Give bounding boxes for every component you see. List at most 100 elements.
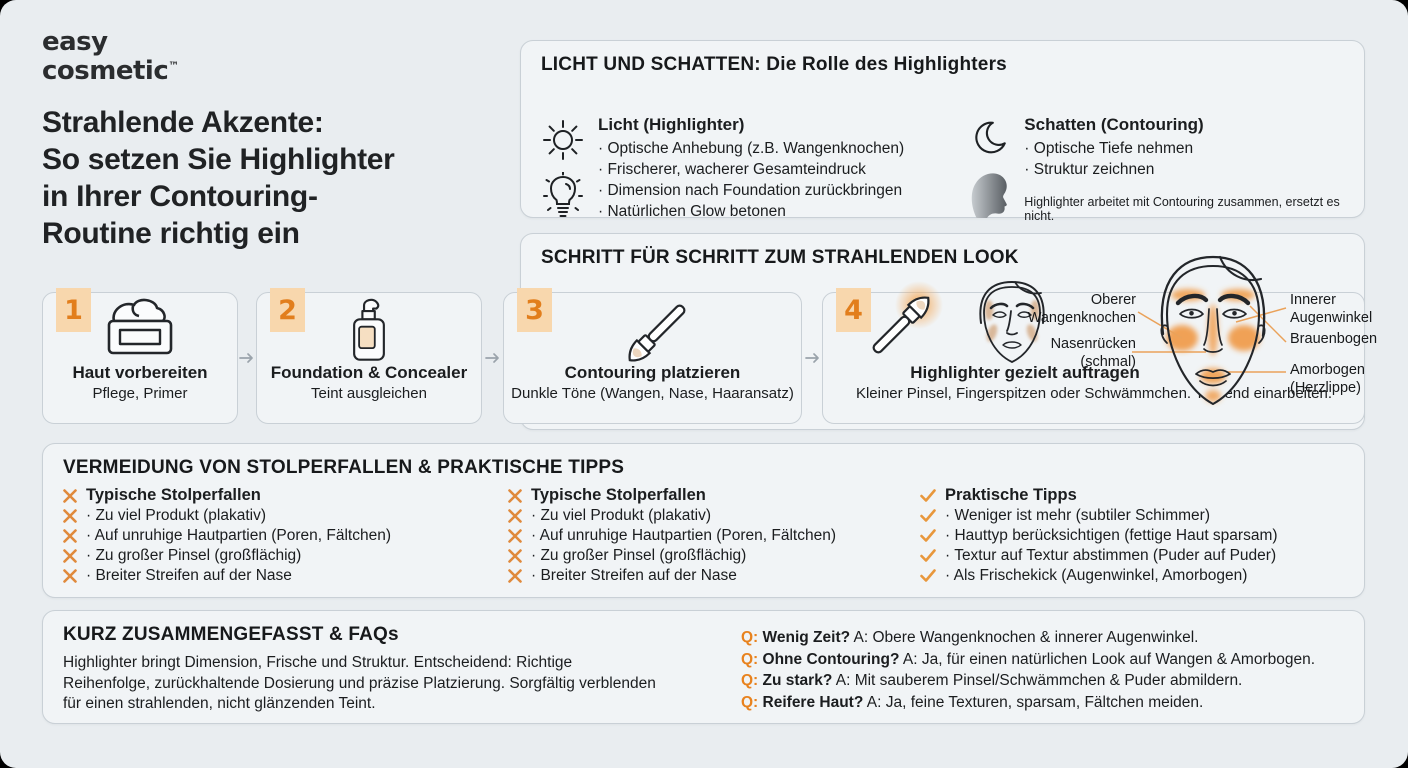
- light-shadow-panel-title: LICHT UND SCHATTEN: Die Rolle des Highli…: [541, 54, 1007, 75]
- pump-bottle-icon: [257, 297, 481, 363]
- step-number: 4: [844, 294, 863, 326]
- light-bullet: · Natürlichen Glow betonen: [598, 203, 786, 220]
- x-icon: [508, 489, 522, 503]
- step-title: Foundation & Concealer: [270, 363, 468, 382]
- faq-row: Q: Wenig Zeit? A: Obere Wangenknochen & …: [741, 630, 1357, 646]
- pitfalls-column-1: Typische Stolperfallen · Zu viel Produkt…: [63, 486, 508, 586]
- pitfalls-heading: Typische Stolperfallen: [86, 486, 261, 504]
- x-icon: [508, 509, 522, 523]
- pitfalls-tips-panel: VERMEIDUNG VON STOLPERFALLEN & PRAKTISCH…: [42, 443, 1365, 598]
- step-number: 1: [64, 294, 83, 326]
- pitfall-item: · Zu viel Produkt (plakativ): [86, 507, 267, 524]
- faq-answer: A: Mit sauberem Pinsel/Schwämmchen & Pud…: [835, 672, 1243, 689]
- pitfalls-heading: Typische Stolperfallen: [531, 486, 706, 504]
- shadow-note: Highlighter arbeitet mit Contouring zusa…: [1024, 195, 1340, 223]
- faq-row: Q: Ohne Contouring? A: Ja, für einen nat…: [741, 650, 1357, 668]
- arrow-right-icon: [239, 353, 253, 363]
- summary-faq-panel: KURZ ZUSAMMENGEFASST & FAQs Highlighter …: [42, 610, 1365, 724]
- faq-question: Zu stark?: [762, 672, 833, 689]
- logo-line1: easy: [42, 27, 108, 57]
- light-text: Licht (Highlighter) · Optische Anhebung …: [598, 115, 904, 223]
- shadow-bullet: · Optische Tiefe nehmen: [1024, 140, 1194, 157]
- step-title: Contouring platzieren: [564, 363, 741, 382]
- head-silhouette-icon: [972, 173, 1008, 218]
- face-label-nose-bridge: Nasenrücken (schmal): [1050, 336, 1136, 370]
- x-icon: [63, 549, 77, 563]
- trademark-symbol: ™: [168, 58, 180, 72]
- check-icon: [920, 549, 936, 562]
- x-icon: [508, 549, 522, 563]
- tips-heading: Praktische Tipps: [945, 486, 1077, 504]
- faq-answer: A: Ja, für einen natürlichen Look auf Wa…: [902, 650, 1316, 668]
- faq-q-prefix: Q:: [741, 629, 759, 646]
- faq-list: Q: Wenig Zeit? A: Obere Wangenknochen & …: [741, 630, 1357, 716]
- face-label-cupids-bow: Amorbogen (Herzlippe): [1290, 362, 1365, 396]
- light-column: Licht (Highlighter) · Optische Anhebung …: [541, 115, 967, 223]
- step-number-badge: 2: [270, 288, 305, 332]
- tip-item: · Textur auf Textur abstimmen (Puder auf…: [945, 547, 1277, 564]
- light-shadow-columns: Licht (Highlighter) · Optische Anhebung …: [541, 115, 1350, 223]
- tip-item: · Als Frischekick (Augenwinkel, Amorboge…: [945, 567, 1248, 584]
- face-label-upper-cheekbone: Oberer Wangenknochen: [1027, 292, 1136, 326]
- step-number-badge: 4: [836, 288, 871, 332]
- light-shadow-panel: LICHT UND SCHATTEN: Die Rolle des Highli…: [520, 40, 1365, 223]
- pitfall-item: · Zu viel Produkt (plakativ): [531, 507, 712, 524]
- glow-brush-icon: [867, 281, 943, 359]
- faq-row: Q: Reifere Haut? A: Ja, feine Texturen, …: [741, 693, 1357, 711]
- pitfall-item: · Zu großer Pinsel (großflächig): [86, 547, 302, 564]
- faq-row: Q: Zu stark? A: Mit sauberem Pinsel/Schw…: [741, 673, 1357, 689]
- x-icon: [63, 529, 77, 543]
- step-card-4: 4: [822, 280, 1365, 424]
- x-icon: [63, 509, 77, 523]
- page-title: Strahlende Akzente: So setzen Sie Highli…: [42, 104, 512, 252]
- step-subtitle: Pflege, Primer: [92, 385, 188, 402]
- title-line: Strahlende Akzente:: [42, 106, 324, 139]
- step-title: Highlighter gezielt auftragen: [910, 363, 1140, 382]
- check-icon: [920, 529, 936, 542]
- sun-icon: [543, 120, 583, 160]
- check-icon: [920, 489, 936, 502]
- x-icon: [63, 569, 77, 583]
- step-subtitle: Teint ausgleichen: [311, 385, 427, 402]
- light-icons: [541, 115, 585, 223]
- arrow-right-icon: [485, 353, 499, 363]
- steps-panel-title: SCHRITT FÜR SCHRITT ZUM STRAHLENDEN LOOK: [541, 247, 1019, 268]
- shadow-heading: Schatten (Contouring): [1024, 115, 1204, 134]
- summary-faq-title: KURZ ZUSAMMENGEFASST & FAQs: [63, 624, 399, 645]
- shadow-column: Schatten (Contouring) · Optische Tiefe n…: [967, 115, 1350, 223]
- check-icon: [920, 569, 936, 582]
- face-label-brow-bone: Brauenbogen: [1290, 331, 1378, 347]
- shadow-bullet: · Struktur zeichnen: [1024, 161, 1155, 178]
- pitfalls-tips-title: VERMEIDUNG VON STOLPERFALLEN & PRAKTISCH…: [63, 457, 625, 478]
- step-number-badge: 3: [517, 288, 552, 332]
- tip-item: · Hauttyp berücksichtigen (fettige Haut …: [945, 527, 1278, 544]
- logo-line2: cosmetic: [42, 55, 169, 86]
- pitfall-item: · Breiter Streifen auf der Nase: [86, 567, 292, 584]
- title-line: Routine richtig ein: [42, 217, 300, 250]
- arrow-right-icon: [805, 353, 819, 363]
- light-bullet: · Frischerer, wacherer Gesamteindruck: [598, 161, 866, 178]
- faq-q-prefix: Q:: [741, 650, 759, 668]
- step-number-badge: 1: [56, 288, 91, 332]
- faq-answer: A: Obere Wangenknochen & innerer Augenwi…: [853, 629, 1199, 646]
- step4-icons: [849, 277, 1055, 377]
- light-bullet: · Optische Anhebung (z.B. Wangenknochen): [598, 140, 905, 157]
- step-number: 3: [525, 294, 544, 326]
- step-subtitle: Dunkle Töne (Wangen, Nase, Haaransatz): [511, 385, 794, 402]
- faq-question: Reifere Haut?: [762, 693, 864, 711]
- contoured-face-icon: [979, 280, 1045, 363]
- highlighter-zones-face-diagram: [1132, 255, 1287, 406]
- x-icon: [508, 569, 522, 583]
- pitfalls-column-2: Typische Stolperfallen · Zu viel Produkt…: [508, 486, 920, 586]
- check-icon: [920, 509, 936, 522]
- tips-grid: Typische Stolperfallen · Zu viel Produkt…: [63, 486, 1348, 586]
- tip-item: · Weniger ist mehr (subtiler Schimmer): [945, 507, 1210, 524]
- moon-icon: [975, 121, 1007, 154]
- faq-question: Ohne Contouring?: [762, 650, 900, 668]
- faq-answer: A: Ja, feine Texturen, sparsam, Fältchen…: [866, 693, 1204, 711]
- shadow-icons: [967, 115, 1011, 223]
- faq-q-prefix: Q:: [741, 693, 759, 711]
- cream-jar-icon: [43, 297, 237, 359]
- light-heading: Licht (Highlighter): [598, 115, 745, 134]
